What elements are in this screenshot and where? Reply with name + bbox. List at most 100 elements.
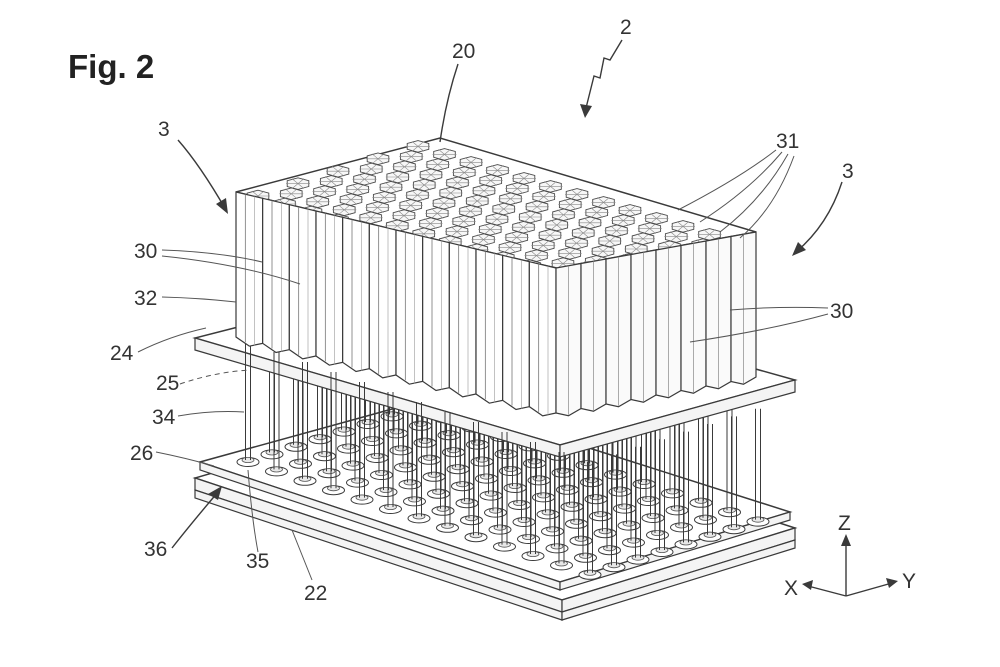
- pin-foot-inner: [513, 499, 526, 506]
- pin-foot-inner: [594, 511, 607, 518]
- cell-top-ridge: [484, 175, 497, 186]
- pin-foot-inner: [622, 520, 636, 527]
- cell-top-ridge: [597, 197, 610, 208]
- cell-top-ridge: [438, 149, 451, 160]
- cell-top-ridge: [497, 203, 510, 215]
- front-cell: [288, 203, 317, 360]
- pin-foot-inner: [375, 469, 388, 476]
- ref-30-right: 30: [830, 300, 853, 323]
- reference-numerals: 2 20 3 31 3 30 32 30 24 25 34 26 36 35 2…: [110, 16, 854, 605]
- front-cell: [422, 235, 450, 392]
- pin-foot-inner: [642, 495, 655, 502]
- pin-foot-inner: [699, 514, 712, 521]
- cell-top-ridge: [431, 208, 444, 219]
- leader-26: [155, 451, 215, 467]
- cell-top-ridge: [451, 177, 464, 189]
- cell-top-ridge: [311, 196, 324, 208]
- cell-top-ridge: [511, 183, 524, 194]
- y-axis-arrow: [886, 578, 898, 588]
- leader-31-b: [699, 151, 783, 223]
- cell-top-ridge: [530, 250, 543, 261]
- pin-foot-inner: [723, 507, 736, 514]
- leader-31-d: [739, 155, 795, 239]
- z-axis-arrow: [841, 534, 851, 546]
- pin-foot-inner: [270, 466, 283, 473]
- pin-foot-inner: [403, 479, 417, 486]
- pin-foot-inner: [294, 458, 307, 465]
- pin-foot-inner: [475, 456, 489, 463]
- pin-foot-inner: [423, 454, 436, 461]
- ref-20: 20: [452, 40, 475, 63]
- pin-foot-inner: [570, 518, 583, 525]
- cell-top-ridge: [411, 189, 424, 201]
- pin-foot-inner: [469, 532, 483, 539]
- pin-foot-inner: [484, 490, 498, 497]
- cell-top-ridge: [371, 202, 384, 213]
- pin-foot-inner: [666, 488, 679, 495]
- pin-foot-inner: [727, 524, 741, 531]
- pin-foot-inner: [670, 505, 684, 512]
- cell-top-ridge: [670, 231, 683, 242]
- cell-top-ridge: [471, 195, 484, 207]
- pin-foot-inner: [379, 486, 393, 493]
- z-axis-label: Z: [838, 512, 851, 535]
- cell-top-ridge: [491, 165, 504, 176]
- arrowhead-3-right: [792, 242, 806, 256]
- cell-top-ridge: [418, 179, 431, 191]
- cell-top-ridge: [503, 242, 517, 253]
- pin-foot-inner: [432, 488, 445, 495]
- cell-top-ridge: [464, 157, 478, 168]
- cell-top-ridge: [650, 213, 663, 224]
- cell-top-ridge: [517, 173, 531, 184]
- pin-foot-inner: [447, 447, 460, 454]
- pin-foot-inner: [694, 497, 708, 504]
- leader-36: [171, 491, 219, 549]
- pin-foot-inner: [598, 528, 612, 535]
- front-cell: [475, 248, 504, 404]
- pin-foot-inner: [480, 473, 493, 480]
- cell-top-ridge: [285, 188, 298, 200]
- pin-foot-inner: [618, 503, 631, 510]
- pin-foot-inner: [526, 551, 540, 558]
- pin-foot-inner: [460, 498, 474, 505]
- cell-top-ridge: [464, 205, 477, 217]
- front-cell: [342, 216, 370, 373]
- ref-30-left: 30: [134, 240, 157, 263]
- cell-top-ridge: [517, 221, 530, 233]
- cell-top-ridge: [378, 192, 391, 203]
- pin-foot-inner: [489, 507, 502, 514]
- cell-top-ridge: [603, 235, 616, 247]
- cell-top-ridge: [351, 184, 364, 195]
- leader-35: [247, 469, 259, 553]
- cell-top-ridge: [450, 226, 464, 237]
- leader-30-left-b: [161, 255, 301, 285]
- cell-block-30: [235, 137, 757, 417]
- cell-top-ridge: [358, 173, 371, 185]
- cell-top-ridge: [437, 197, 451, 209]
- cell-top-ridge: [544, 181, 557, 192]
- cell-top-ridge: [384, 181, 398, 193]
- arrowhead-3-left: [216, 198, 228, 214]
- pin-foot-inner: [655, 547, 669, 554]
- cell-top-ridge: [477, 234, 490, 245]
- cell-top-ridge: [338, 204, 351, 216]
- pin-foot-inner: [289, 441, 303, 448]
- cell-top-ridge: [344, 194, 358, 205]
- cell-top-ridge: [371, 153, 385, 165]
- front-cell: [368, 222, 397, 379]
- leader-30-left-a: [161, 249, 263, 263]
- ref-3-right: 3: [842, 160, 854, 183]
- cell-top-ridge: [543, 229, 557, 241]
- x-axis-line: [807, 585, 847, 597]
- leader-3-right: [795, 181, 843, 253]
- cell-top-ridge: [617, 215, 630, 226]
- pin-foot-inner: [607, 562, 621, 569]
- pin-foot-inner: [322, 468, 336, 475]
- pin-foot-inner: [337, 426, 351, 433]
- front-cell: [262, 197, 290, 354]
- figure-title: Fig. 2: [68, 48, 154, 85]
- front-cell: [395, 229, 424, 385]
- pin-foot-inner: [493, 524, 507, 531]
- pin-foot-inner: [366, 435, 379, 442]
